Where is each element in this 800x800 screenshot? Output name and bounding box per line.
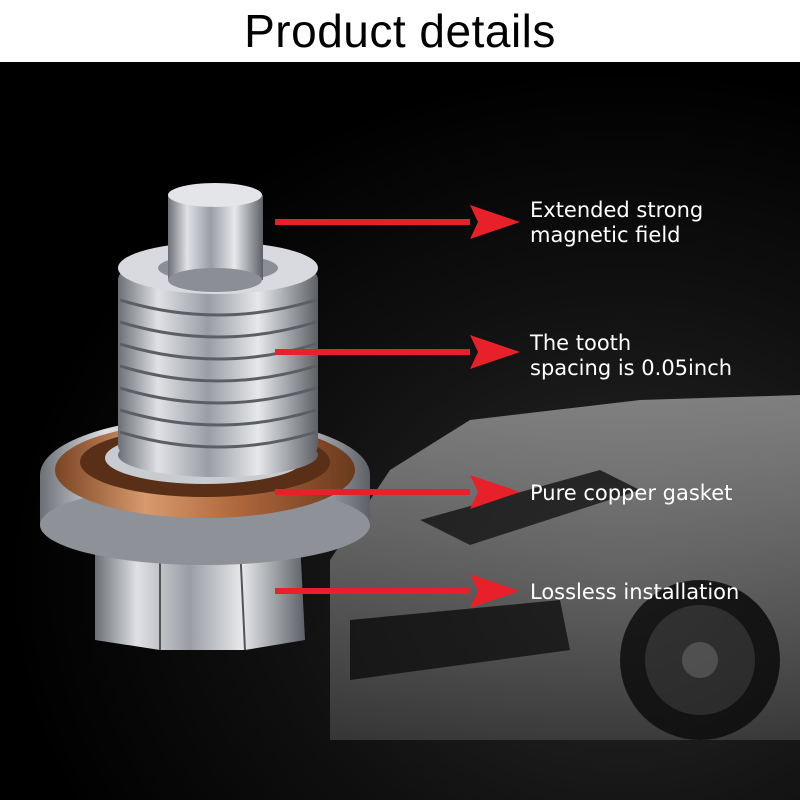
product-scene [0, 62, 800, 800]
callout-copper-gasket: Pure copper gasket [530, 481, 732, 506]
arrow-right-icon [275, 574, 520, 608]
callout-magnetic-field: Extended strong magnetic field [530, 198, 703, 248]
callout-line: magnetic field [530, 223, 681, 247]
callout-lossless-installation: Lossless installation [530, 580, 739, 605]
page-title: Product details [244, 5, 556, 57]
car-silhouette [330, 395, 800, 740]
callout-line: Extended strong [530, 198, 704, 222]
callout-line: Lossless installation [530, 580, 740, 604]
callout-line: The tooth [530, 331, 632, 355]
callout-line: spacing is 0.05inch [530, 356, 733, 380]
callout-line: Pure copper gasket [530, 481, 733, 505]
arrow-right-icon [275, 335, 520, 369]
arrow-right-icon [275, 205, 520, 239]
product-illustration [40, 183, 800, 740]
header-banner: Product details [0, 0, 800, 62]
magnet-pin [168, 183, 263, 292]
callout-tooth-spacing: The tooth spacing is 0.05inch [530, 331, 732, 381]
arrow-right-icon [275, 475, 520, 509]
